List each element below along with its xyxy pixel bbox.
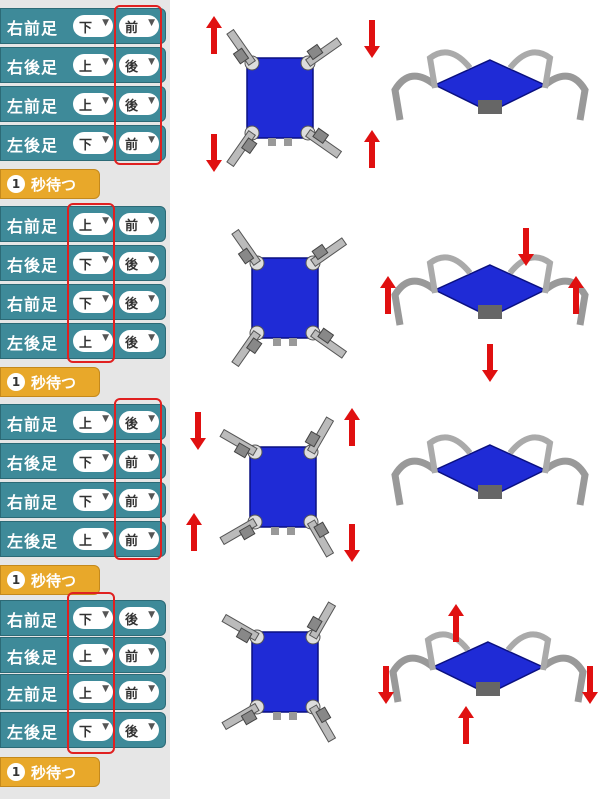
arrow-down-icon [482, 344, 498, 382]
arrow-down-icon [364, 20, 380, 58]
robot-top-view [227, 230, 350, 370]
robot-top-view [217, 414, 339, 557]
arrow-up-icon [206, 16, 222, 54]
arrow-down-icon [190, 412, 206, 450]
arrow-up-icon [458, 706, 474, 744]
robot-3d-view [395, 437, 585, 505]
robot-3d-view [395, 52, 585, 120]
arrow-up-icon [186, 513, 202, 551]
arrow-up-icon [364, 130, 380, 168]
arrow-down-icon [206, 134, 222, 172]
robot-3d-view [395, 257, 585, 325]
arrow-down-icon [344, 524, 360, 562]
robot-3d-view [393, 634, 583, 702]
robot-top-view [222, 30, 345, 170]
robot-top-view [219, 599, 341, 742]
arrow-up-icon [344, 408, 360, 446]
